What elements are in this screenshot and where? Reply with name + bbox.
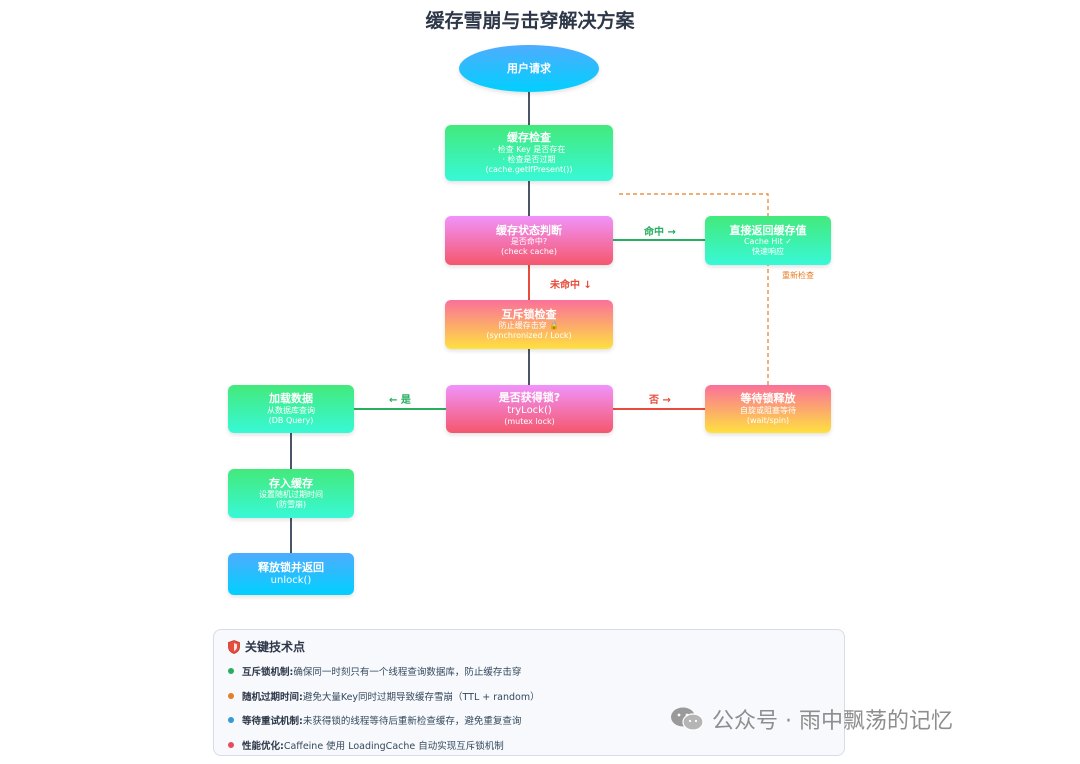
- node-mutex-check: 互斥锁检查 防止缓存击穿 🔒 (synchronized / Lock): [445, 300, 613, 349]
- node-title: 缓存状态判断: [496, 223, 562, 237]
- node-title: 用户请求: [507, 61, 551, 75]
- node-title: 等待锁释放: [740, 392, 796, 406]
- node-line: unlock(): [270, 574, 312, 586]
- node-cache-check: 缓存检查 · 检查 Key 是否存在 · 检查是否过期 (cache.getIf…: [445, 125, 613, 181]
- node-line: (synchronized / Lock): [486, 331, 572, 341]
- node-line: tryLock(): [507, 404, 552, 416]
- key-point-label: 互斥锁机制:: [242, 667, 294, 679]
- key-point-text: 确保同一时刻只有一个线程查询数据库，防止缓存击穿: [293, 667, 522, 679]
- node-line: 自旋或阻塞等待: [740, 405, 796, 415]
- key-points-header: 关键技术点: [228, 638, 830, 655]
- node-line: (cache.getIfPresent()): [485, 164, 573, 174]
- node-title: 存入缓存: [269, 476, 313, 490]
- key-point-label: 性能优化:: [242, 740, 284, 752]
- node-line: (mutex lock): [504, 417, 555, 427]
- key-points-panel: 关键技术点 互斥锁机制: 确保同一时刻只有一个线程查询数据库，防止缓存击穿 随机…: [213, 629, 845, 756]
- key-point-text: Caffeine 使用 LoadingCache 自动实现互斥锁机制: [283, 740, 504, 752]
- bullet-dot: [228, 692, 234, 699]
- node-wait-lock: 等待锁释放 自旋或阻塞等待 (wait/spin): [705, 385, 831, 433]
- edge-label-recheck: 重新检查: [782, 271, 814, 280]
- node-return-cache: 直接返回缓存值 Cache Hit ✓ 快速响应: [705, 216, 831, 265]
- bullet-dot: [228, 717, 234, 724]
- key-point-text: 避免大量Key同时过期导致缓存雪崩（TTL + random）: [302, 691, 540, 703]
- node-title: 缓存检查: [507, 131, 551, 145]
- shield-icon: [228, 639, 240, 654]
- node-release-lock: 释放锁并返回 unlock(): [228, 553, 354, 595]
- node-line: (DB Query): [268, 415, 314, 425]
- node-line: Cache Hit ✓: [743, 237, 793, 247]
- node-title: 互斥锁检查: [501, 307, 557, 321]
- node-line: (防雪崩): [275, 500, 307, 510]
- node-line: 设置随机过期时间: [259, 490, 323, 500]
- node-line: · 检查 Key 是否存在: [492, 144, 566, 154]
- node-line: 防止缓存击穿 🔒: [498, 321, 560, 331]
- node-line: · 检查是否过期: [502, 154, 556, 164]
- node-status-judge: 缓存状态判断 是否命中? (check cache): [445, 216, 613, 265]
- edge-label-yes: ← 是: [389, 395, 411, 406]
- key-point-label: 等待重试机制:: [242, 716, 303, 728]
- bullet-dot: [228, 668, 234, 675]
- node-title: 是否获得锁?: [498, 390, 561, 404]
- node-title: 直接返回缓存值: [729, 223, 807, 237]
- node-line: (check cache): [501, 247, 557, 257]
- wechat-icon: [671, 707, 704, 731]
- node-user-request: 用户请求: [459, 45, 599, 92]
- node-got-lock: 是否获得锁? tryLock() (mutex lock): [446, 385, 613, 433]
- key-point-label: 随机过期时间:: [242, 691, 303, 703]
- node-line: 快速响应: [752, 247, 784, 257]
- key-point-item: 互斥锁机制: 确保同一时刻只有一个线程查询数据库，防止缓存击穿: [228, 659, 830, 684]
- edge-label-no: 否 →: [649, 395, 671, 406]
- key-point-item: 随机过期时间: 避免大量Key同时过期导致缓存雪崩（TTL + random）: [228, 684, 830, 709]
- bullet-dot: [228, 741, 234, 748]
- node-store-cache: 存入缓存 设置随机过期时间 (防雪崩): [228, 469, 354, 518]
- edge-recheck: [617, 193, 769, 385]
- node-load-data: 加载数据 从数据库查询 (DB Query): [228, 385, 354, 433]
- node-line: 从数据库查询: [267, 405, 315, 415]
- key-points-title: 关键技术点: [245, 640, 306, 654]
- node-line: 是否命中?: [510, 237, 548, 247]
- node-title: 释放锁并返回: [258, 560, 324, 574]
- key-point-item: 等待重试机制: 未获得锁的线程等待后重新检查缓存，避免重复查询: [228, 708, 830, 733]
- node-line: (wait/spin): [746, 415, 790, 425]
- watermark-text: 公众号 · 雨中飘荡的记忆: [712, 709, 953, 734]
- key-point-text: 未获得锁的线程等待后重新检查缓存，避免重复查询: [302, 716, 522, 728]
- watermark: 公众号 · 雨中飘荡的记忆: [670, 703, 953, 735]
- edge-label-hit: 命中 →: [644, 227, 676, 238]
- edge-label-miss: 未命中 ↓: [550, 280, 592, 291]
- node-title: 加载数据: [269, 392, 313, 406]
- key-point-item: 性能优化: Caffeine 使用 LoadingCache 自动实现互斥锁机制: [228, 733, 830, 758]
- diagram-title: 缓存雪崩与击穿解决方案: [425, 10, 635, 32]
